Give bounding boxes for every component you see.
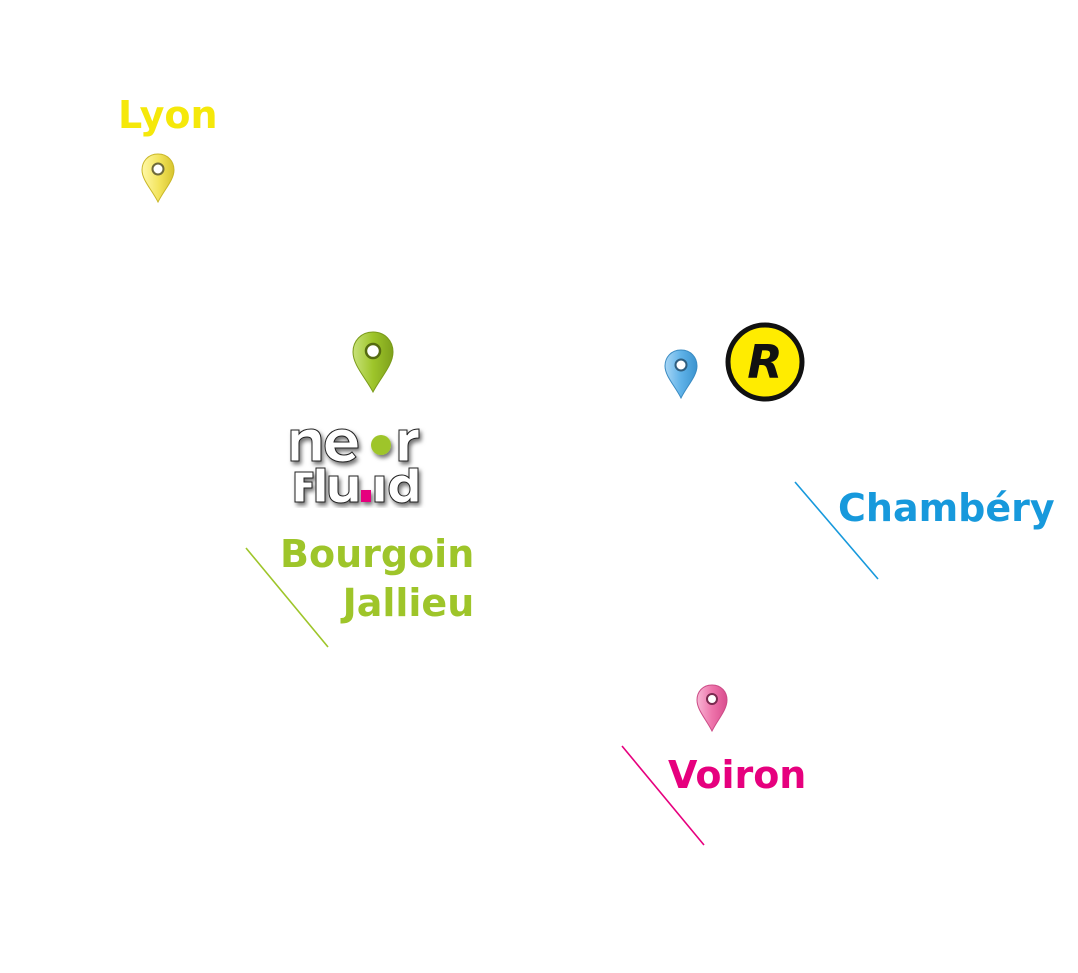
bourgoin-jallieu-label: Bourgoin Jallieu (280, 530, 474, 628)
neofluid-logo (290, 428, 420, 504)
voiron-label: Voiron (668, 753, 807, 797)
voiron-accent-line (621, 745, 705, 846)
r-brand-badge-icon: R (725, 322, 805, 402)
chambery-accent-line (794, 481, 879, 580)
badge-letter: R (747, 335, 782, 389)
map-pin-green-icon[interactable] (350, 330, 396, 394)
lyon-label: Lyon (118, 93, 218, 137)
chambery-label: Chambéry (838, 486, 1055, 530)
map-pin-pink-icon[interactable] (695, 683, 729, 733)
map-pin-yellow-icon[interactable] (140, 152, 176, 204)
bourgoin-label-line2: Jallieu (342, 581, 475, 625)
bourgoin-accent-line (245, 547, 329, 648)
map-pin-blue-icon[interactable] (663, 348, 699, 400)
bourgoin-label-line1: Bourgoin (280, 532, 475, 576)
